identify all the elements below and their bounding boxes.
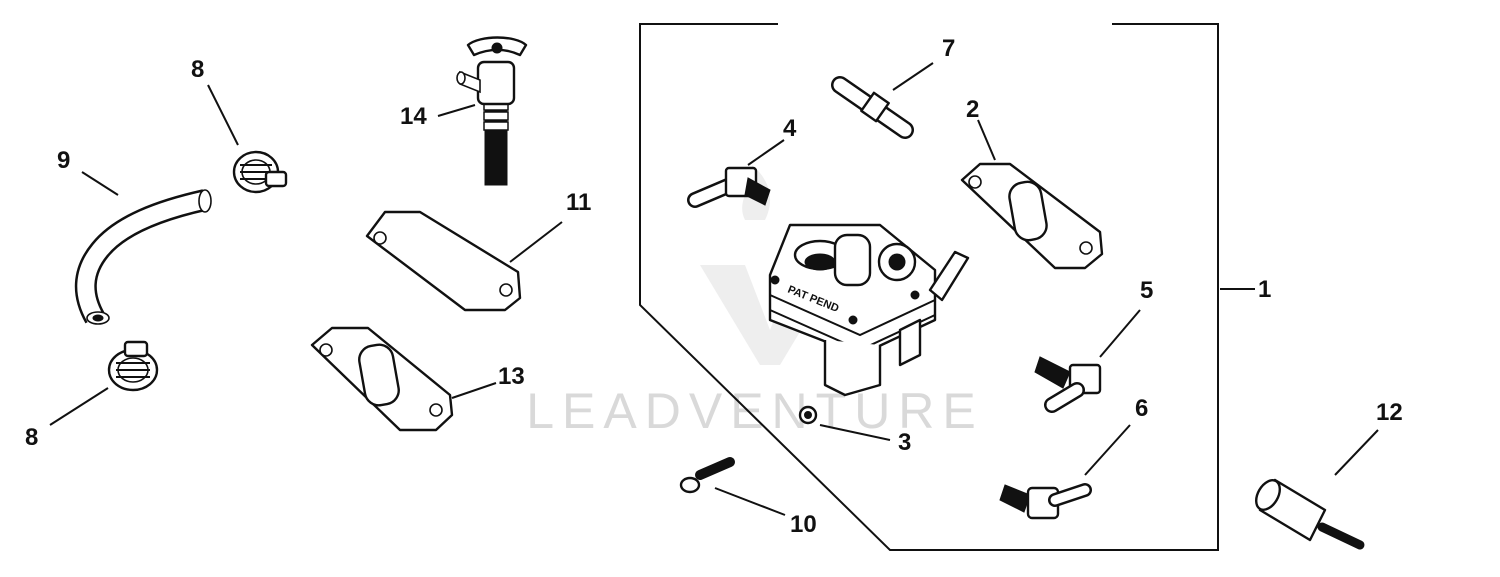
hose-clamp-upper <box>232 150 288 194</box>
fuel-pump: PAT PEND <box>768 223 970 397</box>
gasket-right <box>960 162 1104 270</box>
part-label-9: 9 <box>57 147 70 174</box>
assembly-frame <box>639 23 1219 551</box>
hose <box>74 189 212 325</box>
leader-lines <box>49 62 1379 516</box>
gasket-left <box>310 326 454 432</box>
part-label-13: 13 <box>498 363 525 390</box>
cover-plate <box>365 210 522 312</box>
elbow-fitting-5 <box>1034 356 1102 413</box>
part-label-12: 12 <box>1376 399 1403 426</box>
shutoff-fitting <box>456 36 528 186</box>
part-label-7: 7 <box>942 35 955 62</box>
part-label-14: 14 <box>400 103 427 130</box>
screw <box>679 457 735 494</box>
fuel-filter <box>1255 478 1365 550</box>
elbow-fitting-4 <box>687 166 771 208</box>
part-label-6: 6 <box>1135 395 1148 422</box>
part-label-4: 4 <box>783 115 797 142</box>
watermark-text: LEADVENTURE <box>526 383 984 439</box>
hose-clamp-lower <box>107 340 159 392</box>
part-label-5: 5 <box>1140 277 1153 304</box>
part-label-8a: 8 <box>191 56 204 83</box>
part-labels: 1 2 3 4 5 6 7 8 8 9 10 11 12 13 14 <box>25 35 1403 538</box>
part-label-2: 2 <box>966 96 979 123</box>
part-label-1: 1 <box>1258 276 1271 303</box>
part-label-3: 3 <box>898 429 911 456</box>
washer <box>798 405 818 425</box>
part-label-11: 11 <box>566 189 591 216</box>
part-label-8b: 8 <box>25 424 38 451</box>
straight-fitting <box>831 76 914 139</box>
elbow-fitting-6 <box>999 483 1092 520</box>
part-label-10: 10 <box>790 511 817 538</box>
